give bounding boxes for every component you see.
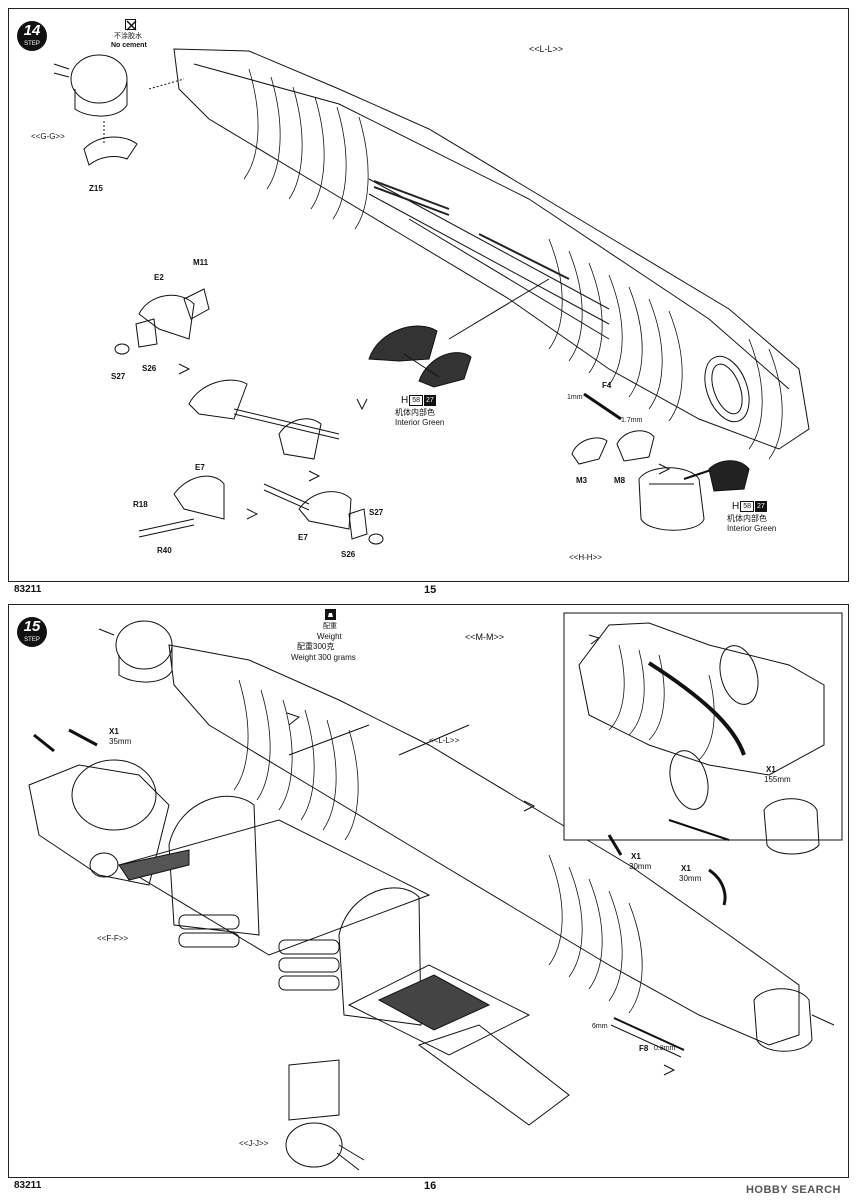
no-cement-label-en: No cement xyxy=(111,42,147,49)
section-label-hh: <<H-H>> xyxy=(569,553,602,562)
weight-amount-en: Weight 300 grams xyxy=(291,653,356,662)
part-label-f4: F4 xyxy=(602,381,612,390)
dimension-0-8mm: 0.8mm xyxy=(654,1045,676,1052)
dimension-1mm: 1mm xyxy=(567,394,583,401)
dimension-30mm-a: 30mm xyxy=(629,862,652,871)
part-label-s26-a: S26 xyxy=(142,364,157,373)
weight-label-en: Weight xyxy=(317,632,342,641)
page-number-16: 16 xyxy=(424,1180,437,1192)
section-label-jj: <<J-J>> xyxy=(239,1139,269,1148)
part-label-s27-b: S27 xyxy=(369,508,384,517)
section-label-ff: <<F-F>> xyxy=(97,934,129,943)
paint-name-2: 机体内部色 Interior Green xyxy=(727,514,777,533)
no-cement-icon xyxy=(125,19,137,31)
part-label-x1-d: X1 xyxy=(681,864,691,873)
kit-code-page-16: 83211 xyxy=(14,1180,42,1191)
weight-icon xyxy=(325,609,336,620)
step-badge: 14 STEP xyxy=(17,21,47,51)
instruction-panel-step-15: 15 STEP 配重 Weight 配重300克 Weight 300 gram… xyxy=(8,604,849,1178)
watermark: HOBBY SEARCH xyxy=(745,1184,841,1196)
dimension-1-7mm: 1.7mm xyxy=(621,417,643,424)
part-label-m3: M3 xyxy=(576,476,588,485)
part-label-m11: M11 xyxy=(193,258,209,267)
paint-name-1: 机体内部色 Interior Green xyxy=(395,408,445,427)
part-label-e7-a: E7 xyxy=(195,463,205,472)
part-label-e7-b: E7 xyxy=(298,533,308,542)
weight-amount-cn: 配重300克 xyxy=(297,642,335,651)
section-label-gg: <<G-G>> xyxy=(31,132,65,141)
part-label-x1-b: X1 xyxy=(766,765,776,774)
part-label-z15: Z15 xyxy=(89,184,103,193)
instruction-panel-step-14: 14 STEP 不涂胶水 No cement <<L-L>> <<G-G>> <… xyxy=(8,8,849,582)
step-15-drawing xyxy=(28,612,843,1171)
part-label-r40: R40 xyxy=(157,546,172,555)
part-label-x1-a: X1 xyxy=(109,727,119,736)
section-label-ll: <<L-L>> xyxy=(529,44,564,54)
kit-code-page-15: 83211 xyxy=(14,584,42,595)
dimension-30mm-b: 30mm xyxy=(679,874,702,883)
part-label-s27-a: S27 xyxy=(111,372,126,381)
dimension-155mm: 155mm xyxy=(764,775,791,784)
part-label-f8: F8 xyxy=(639,1044,649,1053)
part-label-m8: M8 xyxy=(614,476,626,485)
paint-callout-1: H 58 27 xyxy=(401,395,436,406)
dimension-35mm: 35mm xyxy=(109,737,132,746)
page-number-15: 15 xyxy=(424,584,437,596)
weight-label-cn: 配重 xyxy=(323,623,337,630)
paint-callout-2: H 58 27 xyxy=(732,501,767,512)
part-label-r18: R18 xyxy=(133,500,148,509)
part-label-x1-c: X1 xyxy=(631,852,641,861)
dimension-6mm: 6mm xyxy=(592,1023,608,1030)
step-badge: 15 STEP xyxy=(17,617,47,647)
step-14-drawing xyxy=(53,48,810,545)
section-label-mm: <<M-M>> xyxy=(465,632,505,642)
no-cement-label-cn: 不涂胶水 xyxy=(114,33,142,40)
section-label-ll: <<L-L>> xyxy=(429,736,460,745)
part-label-e2: E2 xyxy=(154,273,164,282)
part-label-s26-b: S26 xyxy=(341,550,356,559)
